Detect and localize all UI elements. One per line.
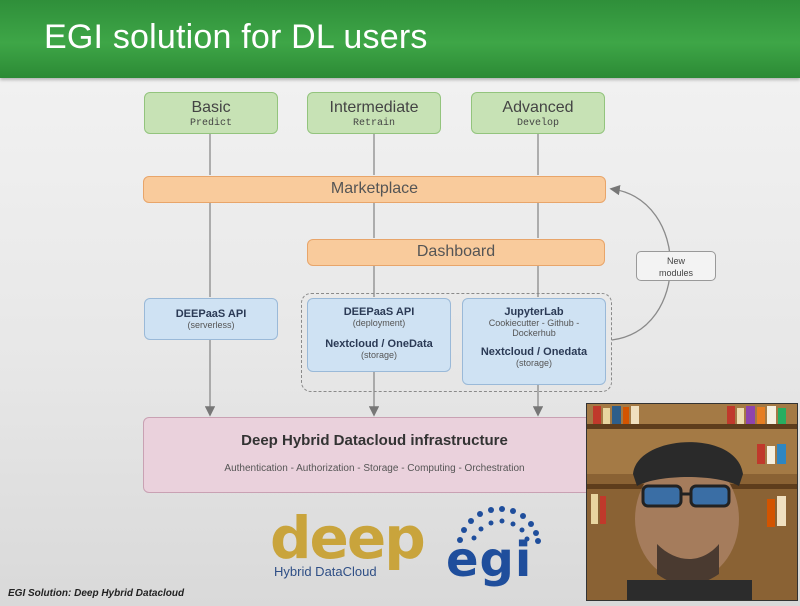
- deep-logo: deep Hybrid DataCloud: [268, 504, 428, 588]
- egi-logo: egi: [440, 500, 555, 590]
- tier-advanced-mode: Develop: [516, 118, 559, 129]
- infrastructure-box: Deep Hybrid Datacloud infrastructure Aut…: [143, 417, 606, 493]
- dashboard-services-group: [301, 293, 612, 392]
- deep-logo-word: deep: [270, 504, 426, 572]
- egi-dot-arc-icon: [457, 506, 541, 544]
- infrastructure-subtitle: Authentication - Authorization - Storage…: [224, 463, 525, 474]
- service-intermediate-sub: (deployment): [352, 318, 406, 328]
- tier-basic: Basic Predict: [144, 92, 278, 134]
- service-intermediate: DEEPaaS API (deployment) Nextcloud / One…: [307, 298, 451, 372]
- webcam-video: [586, 403, 798, 601]
- service-advanced-title2: Nextcloud / Onedata: [480, 346, 588, 358]
- service-basic-sub: (serverless): [187, 320, 235, 330]
- service-intermediate-title: DEEPaaS API: [343, 306, 415, 318]
- dashboard-bar: Dashboard: [307, 239, 605, 266]
- egi-logo-word: egi: [446, 532, 533, 588]
- service-basic-title: DEEPaaS API: [175, 308, 247, 320]
- slide-title-bar: EGI solution for DL users: [0, 0, 800, 78]
- service-advanced-sub2: (storage): [515, 358, 552, 368]
- tier-intermediate: Intermediate Retrain: [307, 92, 441, 134]
- new-modules-label: New modules: [636, 251, 716, 281]
- tier-advanced-label: Advanced: [502, 99, 574, 116]
- slide-footer: EGI Solution: Deep Hybrid Datacloud: [8, 588, 185, 599]
- service-basic: DEEPaaS API (serverless): [144, 298, 278, 340]
- tier-basic-mode: Predict: [189, 118, 232, 129]
- service-advanced-title: JupyterLab: [504, 306, 564, 318]
- marketplace-bar: Marketplace: [143, 176, 606, 203]
- service-advanced-sub-line2: Dockerhub: [512, 328, 556, 338]
- tier-intermediate-mode: Retrain: [352, 118, 395, 129]
- service-advanced-sub-line1: Cookiecutter - Github -: [488, 318, 580, 328]
- presenter-video-icon: [587, 404, 797, 600]
- infrastructure-title: Deep Hybrid Datacloud infrastructure: [241, 432, 508, 449]
- tier-basic-label: Basic: [191, 99, 231, 116]
- service-intermediate-title2: Nextcloud / OneData: [325, 338, 433, 350]
- tier-advanced: Advanced Develop: [471, 92, 605, 134]
- tier-intermediate-label: Intermediate: [329, 99, 419, 116]
- service-advanced: JupyterLab Cookiecutter - Github - Docke…: [462, 298, 606, 385]
- deep-logo-tagline: Hybrid DataCloud: [274, 564, 377, 579]
- slide-title: EGI solution for DL users: [44, 18, 428, 56]
- service-intermediate-sub2: (storage): [360, 350, 397, 360]
